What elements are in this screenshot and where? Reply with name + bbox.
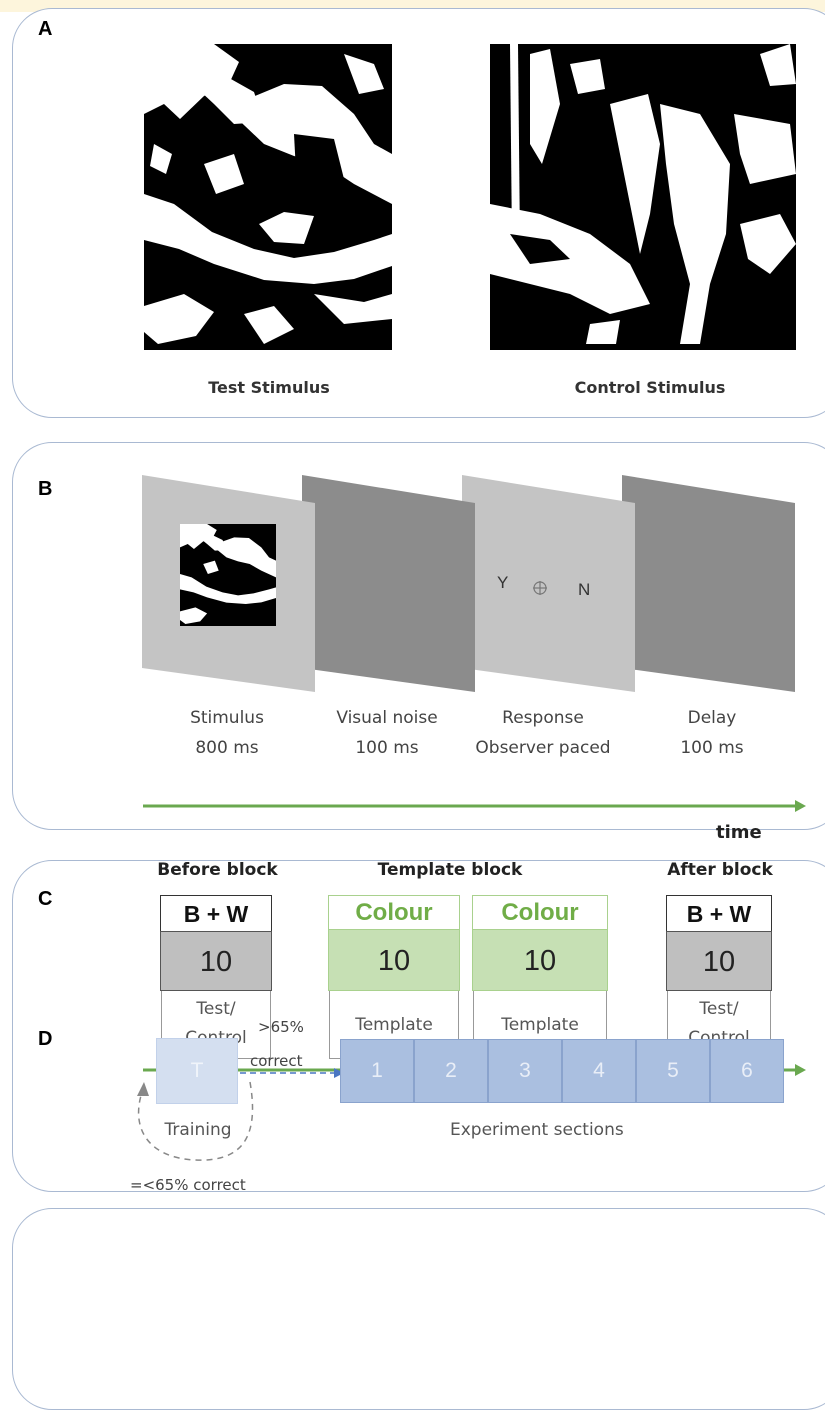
template-count-box-2: 10 — [472, 929, 608, 991]
pass-arrowhead — [334, 1068, 344, 1078]
control-stimulus-image — [490, 44, 796, 350]
before-sub-line1: Test/ — [196, 999, 236, 1019]
before-count-box: 10 — [160, 931, 272, 991]
retry-loop-arrow — [137, 1081, 254, 1161]
step-response-duration: Observer paced — [475, 738, 611, 758]
before-bw-box: B + W — [160, 895, 272, 933]
step-noise-duration: 100 ms — [355, 738, 419, 758]
step-stimulus-label: Stimulus 800 ms — [152, 703, 302, 763]
pass-correct-label: correct — [250, 1052, 303, 1070]
panel-b-letter: B — [38, 478, 53, 500]
step-response-label: Response Observer paced — [458, 703, 628, 763]
step-stimulus-duration: 800 ms — [195, 738, 259, 758]
test-stimulus-caption: Test Stimulus — [208, 378, 330, 397]
panel-a-letter: A — [38, 18, 53, 40]
section-box-6: 6 — [710, 1039, 784, 1103]
panel-c-letter: C — [38, 888, 53, 910]
fail-threshold-label: =<65% correct — [130, 1176, 246, 1194]
after-bw-box: B + W — [666, 895, 772, 933]
template-block-title: Template block — [377, 860, 523, 880]
section-box-1: 1 — [340, 1039, 414, 1103]
after-count-box: 10 — [666, 931, 772, 991]
template-colour-box-2: Colour — [472, 895, 608, 931]
time-label-b: time — [716, 822, 762, 843]
step-stimulus-name: Stimulus — [190, 708, 264, 728]
delay-slide — [622, 475, 795, 692]
step-delay-label: Delay 100 ms — [637, 703, 787, 763]
stimulus-thumbnail — [180, 524, 276, 626]
response-yes-symbol: Y — [497, 573, 509, 592]
step-delay-name: Delay — [687, 708, 737, 728]
after-block-title: After block — [667, 860, 773, 880]
response-slide — [462, 475, 635, 692]
test-stimulus-image — [144, 44, 392, 350]
section-box-2: 2 — [414, 1039, 488, 1103]
time-arrow-b-head — [795, 800, 806, 812]
before-block-title: Before block — [157, 860, 278, 880]
panel-d — [12, 1208, 825, 1410]
section-box-5: 5 — [636, 1039, 710, 1103]
training-label: Training — [164, 1120, 232, 1140]
section-box-4: 4 — [562, 1039, 636, 1103]
response-no-symbol: N — [578, 580, 591, 599]
experiment-sections-label: Experiment sections — [450, 1120, 624, 1140]
template-colour-box-1: Colour — [328, 895, 460, 931]
section-box-3: 3 — [488, 1039, 562, 1103]
step-delay-duration: 100 ms — [680, 738, 744, 758]
step-noise-name: Visual noise — [336, 708, 438, 728]
retry-arrowhead — [137, 1082, 149, 1096]
template-count-box-1: 10 — [328, 929, 460, 991]
panel-d-letter: D — [38, 1028, 53, 1050]
step-noise-label: Visual noise 100 ms — [312, 703, 462, 763]
control-stimulus-caption: Control Stimulus — [574, 378, 726, 397]
pass-threshold-label: >65% — [258, 1018, 304, 1036]
fixation-cross-icon — [533, 581, 547, 595]
step-response-name: Response — [502, 708, 584, 728]
training-loop-arrows — [137, 1068, 344, 1161]
training-box: T — [156, 1038, 238, 1104]
after-sub-line1: Test/ — [699, 999, 739, 1019]
noise-slide — [302, 475, 475, 692]
